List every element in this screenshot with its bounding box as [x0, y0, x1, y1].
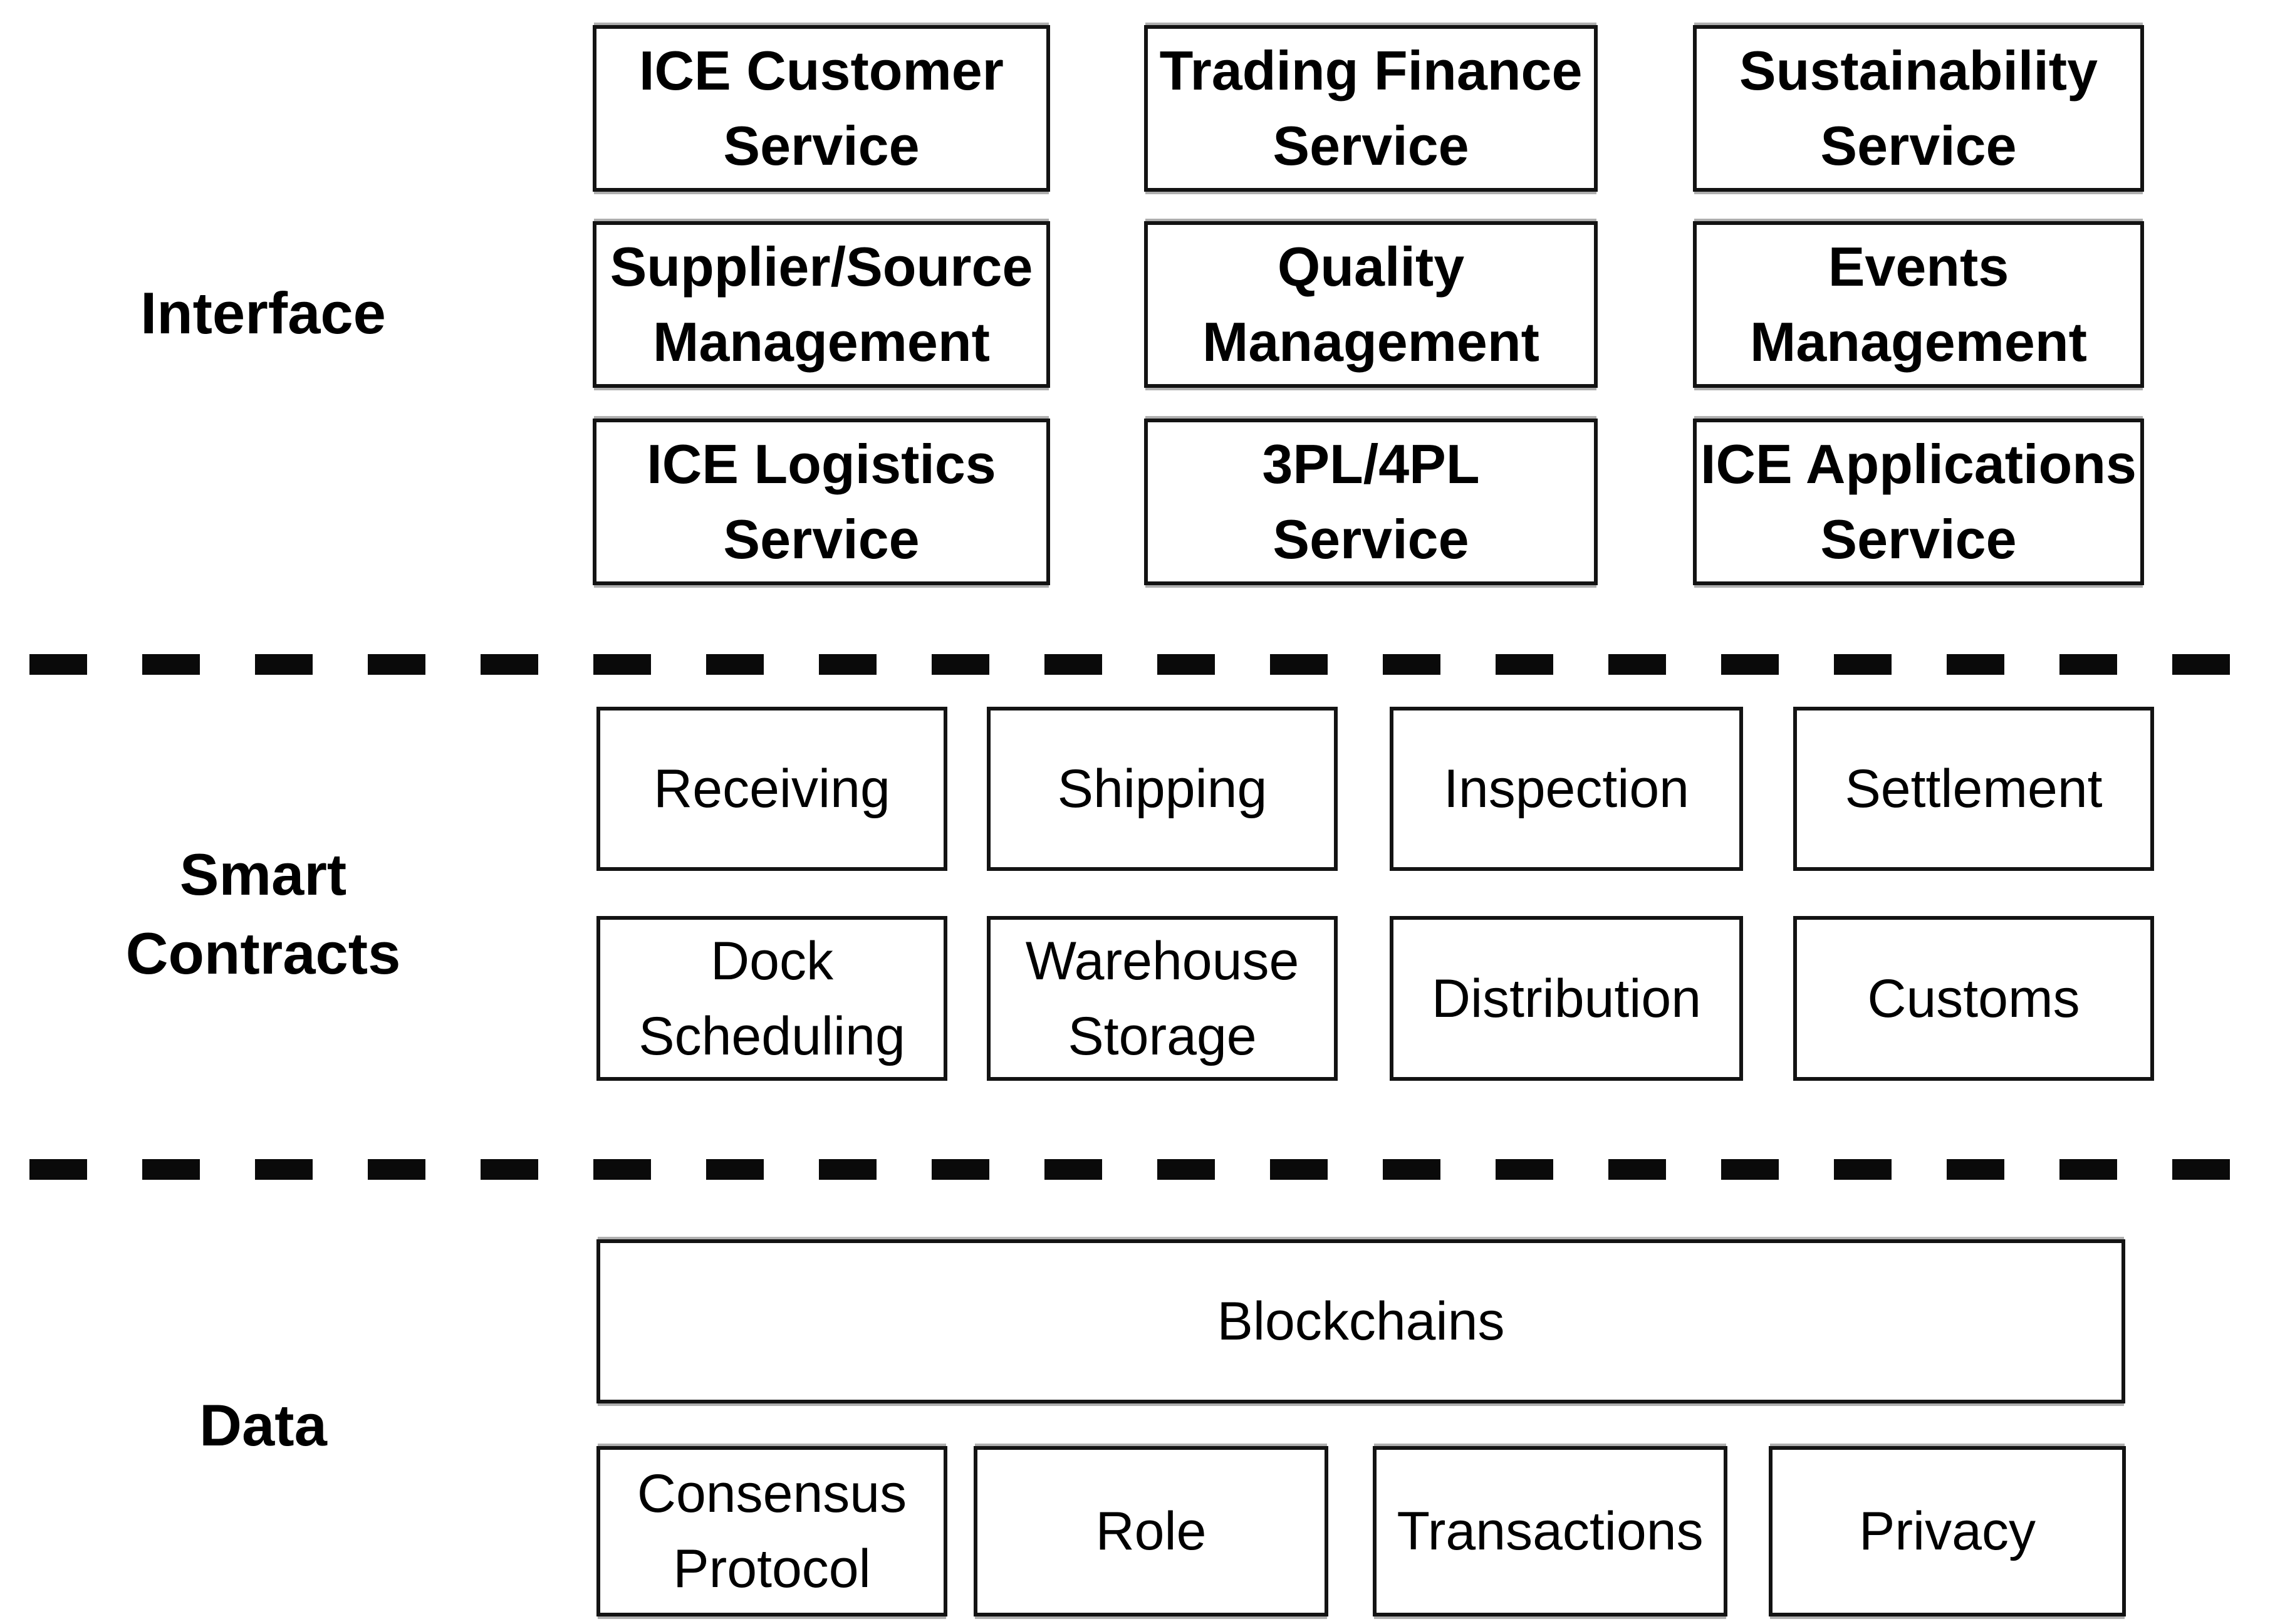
box-receiving: Receiving	[596, 707, 947, 871]
box-blockchains: Blockchains	[596, 1239, 2125, 1403]
box-customs: Customs	[1793, 916, 2154, 1081]
box-inspection: Inspection	[1390, 707, 1743, 871]
layer-label-smart-contracts: Smart Contracts	[125, 841, 401, 986]
box-dock-scheduling: Dock Scheduling	[596, 916, 947, 1081]
box-ice-logistics-service: ICE Logistics Service	[593, 419, 1050, 585]
layer-label-data: Data	[199, 1392, 327, 1458]
layer-label-interface: Interface	[140, 280, 386, 346]
box-ice-customer-service: ICE Customer Service	[593, 25, 1050, 192]
box-quality-management: Quality Management	[1144, 221, 1598, 388]
box-3pl-4pl-service: 3PL/4PL Service	[1144, 419, 1598, 585]
box-supplier-source-management: Supplier/Source Management	[593, 221, 1050, 388]
box-transactions: Transactions	[1373, 1446, 1727, 1616]
box-ice-applications-service: ICE Applications Service	[1693, 419, 2144, 585]
box-trading-finance-service: Trading Finance Service	[1144, 25, 1598, 192]
box-role: Role	[974, 1446, 1328, 1616]
box-settlement: Settlement	[1793, 707, 2154, 871]
divider-smart-contracts-data	[29, 1159, 2246, 1180]
divider-interface-smart-contracts	[29, 654, 2246, 675]
box-consensus-protocol: Consensus Protocol	[596, 1446, 947, 1616]
box-events-management: Events Management	[1693, 221, 2144, 388]
box-privacy: Privacy	[1769, 1446, 2126, 1616]
box-shipping: Shipping	[987, 707, 1338, 871]
box-sustainability-service: Sustainability Service	[1693, 25, 2144, 192]
box-distribution: Distribution	[1390, 916, 1743, 1081]
box-warehouse-storage: Warehouse Storage	[987, 916, 1338, 1081]
